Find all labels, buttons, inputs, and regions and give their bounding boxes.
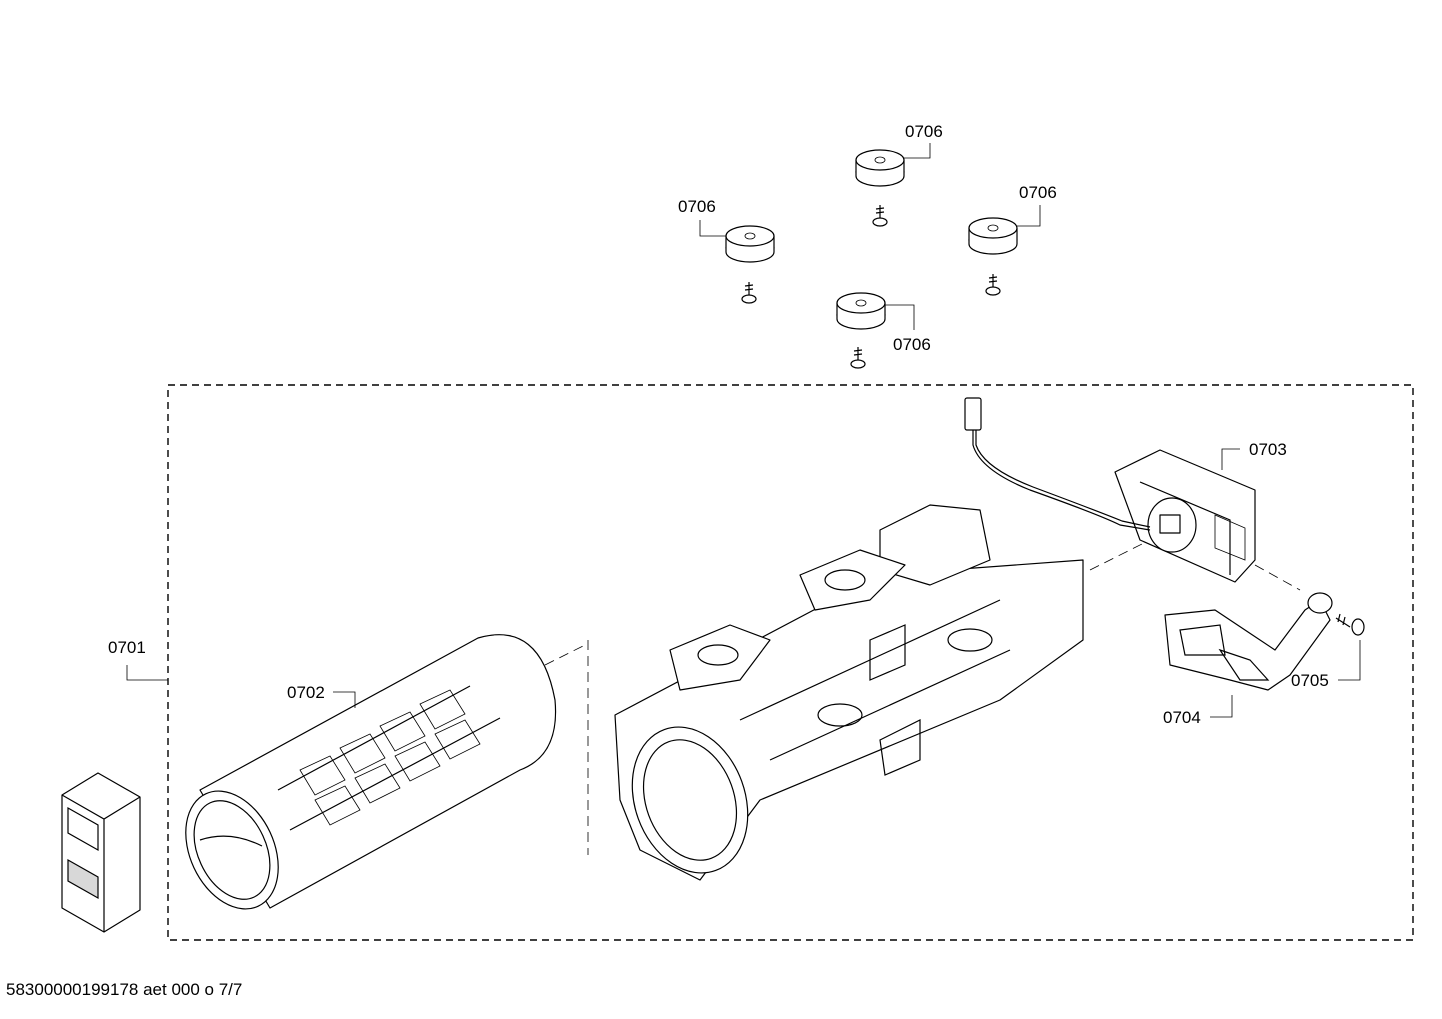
label-0703: 0703 [1249, 440, 1287, 459]
screw-icon [872, 205, 888, 227]
document-footer-code: 58300000199178 aet 000 o 7/7 [6, 980, 243, 999]
label-0706-top: 0706 [905, 122, 943, 141]
screw-icon [850, 347, 866, 369]
label-0701: 0701 [108, 638, 146, 657]
label-0705: 0705 [1291, 671, 1329, 690]
ejector-lever [1164, 592, 1333, 691]
connector-cable [964, 397, 1151, 531]
screw-icon [1335, 613, 1365, 636]
label-0706-bottom: 0706 [893, 335, 931, 354]
ice-mold-housing [614, 504, 1084, 881]
rubber-foot-top [855, 149, 905, 187]
screw-icon [985, 274, 1001, 296]
rubber-foot-left [725, 225, 775, 263]
drive-motor-unit [1114, 449, 1256, 583]
rubber-foot-bottom [836, 292, 886, 330]
ice-tray-drum [185, 634, 557, 910]
rubber-foot-right [968, 217, 1018, 255]
label-0704: 0704 [1163, 708, 1201, 727]
front-cover-box [61, 772, 141, 933]
label-0706-left: 0706 [678, 197, 716, 216]
screw-icon [741, 282, 757, 304]
label-0706-right: 0706 [1019, 183, 1057, 202]
label-0702: 0702 [287, 683, 325, 702]
